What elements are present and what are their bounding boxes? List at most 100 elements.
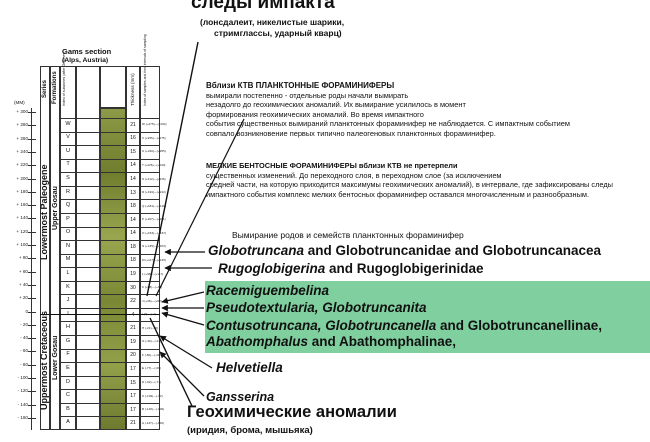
zone-thickness: 14 bbox=[130, 230, 136, 237]
scale-label: + 280 bbox=[16, 122, 28, 128]
zone-label: I bbox=[67, 310, 69, 317]
taxon-genus: Globotruncana bbox=[208, 243, 305, 258]
taxon-genus: Abathomphalus bbox=[206, 334, 309, 349]
zone-row bbox=[60, 348, 160, 363]
zone-label: U bbox=[66, 147, 70, 154]
zone-sample: F (-60)—(-40) bbox=[142, 353, 161, 357]
scale-tick bbox=[28, 205, 36, 207]
taxon-contusotruncana: Contusotruncana, Globotruncanella and Gl… bbox=[206, 318, 602, 333]
zone-thickness: 18 bbox=[130, 203, 136, 210]
zone-thickness: 14 bbox=[130, 176, 136, 183]
zone-row bbox=[60, 294, 160, 308]
planktonic-line: события существенных вымираний планктонн… bbox=[206, 119, 570, 129]
scale-label: - 60 bbox=[20, 348, 28, 354]
zone-row bbox=[60, 226, 160, 241]
zone-row bbox=[60, 185, 160, 200]
zone-thickness: 17 bbox=[130, 393, 136, 400]
geochem-pointer bbox=[149, 317, 193, 407]
thickness-column bbox=[126, 66, 140, 430]
benthic-line: средней части, на которую приходится мак… bbox=[206, 180, 613, 190]
zone-label: R bbox=[66, 188, 70, 195]
zone-label: L bbox=[66, 270, 70, 276]
zone-label: B bbox=[66, 405, 70, 412]
scale-label: - 20 bbox=[20, 321, 28, 327]
taxon-gansserina: Gansserina bbox=[206, 390, 274, 404]
scale-label: + 240 bbox=[16, 148, 28, 154]
planktonic-pointer bbox=[155, 118, 245, 297]
zone-thickness: 16 bbox=[130, 135, 136, 142]
impact-subtitle-2: стримглассы, ударный кварц) bbox=[214, 28, 342, 38]
zone-row bbox=[60, 212, 160, 227]
scale-label: - 160 bbox=[17, 414, 28, 420]
zone-label: F bbox=[66, 351, 70, 358]
scale-tick bbox=[28, 378, 36, 379]
zone-thickness: 19 bbox=[130, 338, 136, 345]
benthic-line: существенных изменений. До переходного с… bbox=[206, 170, 502, 180]
zone-sample: P (+167)—(+181) bbox=[142, 217, 166, 221]
core-photo-header bbox=[100, 66, 126, 108]
taxon-genus: Pseudotextularia, Globotruncanita bbox=[206, 300, 427, 315]
zone-column bbox=[60, 66, 76, 430]
scale-tick bbox=[28, 404, 36, 406]
zone-row bbox=[60, 131, 160, 146]
zone-label: Q bbox=[65, 202, 71, 209]
zone-row bbox=[60, 416, 160, 430]
scale-label: + 180 bbox=[16, 188, 28, 194]
scale-label: + 200 bbox=[16, 175, 28, 181]
scale-tick bbox=[28, 138, 36, 140]
scale-label: + 140 bbox=[16, 215, 28, 221]
geochem-subtitle: (иридия, брома, мышьяка) bbox=[187, 425, 313, 436]
zone-label: A bbox=[66, 419, 70, 426]
zone-sample: E (-77)—(-60) bbox=[142, 366, 161, 371]
section-title: Gams section bbox=[62, 47, 112, 56]
zone-sample: H (-21)—(0) bbox=[142, 326, 159, 330]
zone-sample: I (0)—(+4) bbox=[142, 312, 156, 316]
zone-thickness: 15 bbox=[130, 379, 136, 386]
zone-thickness: 18 bbox=[130, 257, 136, 264]
scale-label: - 120 bbox=[17, 388, 28, 394]
zone-sample: J (+46)—(+68) bbox=[142, 299, 162, 303]
zone-thickness: 15 bbox=[130, 148, 136, 155]
zone-thickness: 21 bbox=[130, 420, 136, 427]
zone-thickness: 22 bbox=[130, 298, 136, 305]
scale-label: + 20 bbox=[18, 295, 28, 301]
scale-label: + 220 bbox=[16, 162, 28, 168]
taxon-genus: Gansserina bbox=[206, 390, 275, 404]
planktonic-line: совпало возникновение первых типично пал… bbox=[206, 128, 496, 138]
impact-pointer bbox=[146, 41, 199, 297]
scale-tick bbox=[28, 258, 36, 260]
zone-sample: A (-147)—(-126) bbox=[142, 421, 164, 425]
zone-row bbox=[60, 267, 160, 281]
scale-tick bbox=[28, 324, 36, 326]
planktonic-line: вымирали постепенно - отдельные роды нач… bbox=[206, 90, 409, 100]
scale-tick bbox=[28, 351, 36, 353]
zone-label: C bbox=[66, 392, 70, 399]
taxon-rest: and Globotruncanidae and Globotruncanace… bbox=[304, 243, 602, 258]
zone-thickness: 30 bbox=[130, 284, 136, 291]
samples-column bbox=[140, 66, 160, 430]
scale-tick bbox=[28, 151, 36, 153]
scale-tick bbox=[28, 178, 36, 180]
scale-label: - 140 bbox=[17, 401, 28, 407]
zone-thickness: 19 bbox=[130, 271, 136, 277]
zone-thickness: 21 bbox=[130, 325, 136, 332]
taxon-racemiguembelina: Racemiguembelina bbox=[206, 283, 329, 298]
zone-row bbox=[60, 199, 160, 213]
taxon-genus: Globotruncanella bbox=[325, 318, 437, 333]
zone-sample: S (+212)—(+226) bbox=[142, 176, 166, 181]
zone-thickness: 13 bbox=[130, 189, 136, 196]
scale-label: + 80 bbox=[18, 255, 28, 261]
zone-sample: D (-92)—(-77) bbox=[142, 380, 161, 384]
zone-thickness: 20 bbox=[130, 352, 136, 359]
zone-row bbox=[60, 172, 160, 186]
taxon-genus: Helvetiella bbox=[216, 360, 283, 375]
scale-tick bbox=[28, 245, 36, 246]
zone-sample: U (+240)—(+255) bbox=[142, 149, 166, 154]
zone-label: M bbox=[65, 256, 71, 263]
scale-label: + 120 bbox=[16, 228, 28, 234]
taxon-genus: Rugoglobigerina bbox=[218, 261, 326, 276]
scale-tick bbox=[28, 231, 36, 233]
zone-row bbox=[60, 253, 160, 268]
impact-title: следы импакта bbox=[191, 0, 335, 13]
